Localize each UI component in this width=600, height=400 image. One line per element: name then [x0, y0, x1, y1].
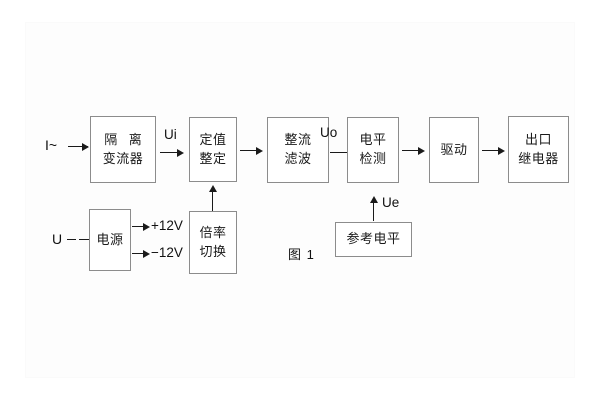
arrow-up-icon — [208, 185, 217, 192]
signal-label-uo: Uo — [320, 125, 338, 140]
rail-label-positive: +12V — [151, 218, 183, 233]
arrow-right-icon — [256, 146, 263, 155]
block-line-2: 继电器 — [518, 150, 559, 166]
block-line-2: 变流器 — [102, 150, 144, 166]
wire-voltage-lead — [67, 239, 76, 241]
block-isolation-transformer: 隔 离 变流器 — [90, 116, 156, 183]
block-output-relay: 出口 继电器 — [508, 116, 569, 183]
arrow-right-icon — [498, 146, 505, 155]
block-line-1: 隔 离 — [104, 131, 146, 147]
signal-label-ui: Ui — [164, 127, 177, 142]
wire-rail-positive — [132, 226, 148, 228]
arrow-right-icon — [143, 249, 150, 258]
wire-drive-to-relay — [482, 150, 502, 152]
figure-caption: 图 1 — [288, 247, 315, 262]
block-rectifier-filter: 整流 滤波 — [267, 117, 329, 183]
block-line-1: 驱动 — [440, 141, 468, 157]
block-line-1: 定值 — [199, 131, 227, 147]
wire-current-input — [68, 146, 88, 148]
block-line-2: 滤波 — [284, 151, 312, 166]
block-line-1: 电平 — [359, 132, 387, 148]
arrow-right-icon — [143, 222, 150, 231]
arrow-right-icon — [418, 146, 425, 155]
block-reference-level: 参考电平 — [335, 222, 412, 257]
wire-setting-to-rectifier — [240, 150, 260, 152]
wire-rail-negative — [132, 253, 148, 255]
arrow-right-icon — [177, 148, 184, 157]
arrow-right-icon — [82, 142, 89, 151]
block-line-1: 倍率 — [199, 224, 227, 240]
block-power-supply: 电源 — [89, 209, 131, 271]
block-line-2: 切换 — [199, 243, 227, 259]
terminal-label-current: I~ — [45, 137, 58, 153]
signal-label-ue: Ue — [382, 195, 400, 210]
block-drive: 驱动 — [429, 117, 479, 183]
wire-voltage-input — [79, 239, 95, 241]
wire-uo — [330, 152, 352, 154]
block-line-1: 整流 — [284, 132, 312, 148]
block-line-1: 参考电平 — [346, 231, 401, 247]
terminal-label-voltage: U — [52, 231, 63, 247]
wire-ui — [160, 152, 182, 154]
block-level-detection: 电平 检测 — [347, 117, 399, 183]
block-line-1: 电源 — [96, 231, 124, 247]
block-line-2: 整定 — [199, 150, 227, 166]
wire-ue — [373, 199, 375, 221]
diagram-panel — [25, 22, 575, 378]
arrow-up-icon — [369, 196, 378, 203]
block-setting-value: 定值 整定 — [189, 117, 237, 182]
wire-multiplier-to-setting — [212, 188, 214, 211]
block-multiplier-switch: 倍率 切换 — [189, 211, 237, 274]
rail-label-negative: −12V — [151, 245, 183, 260]
wire-level-to-drive — [402, 150, 422, 152]
block-line-1: 出口 — [524, 131, 552, 147]
block-line-2: 检测 — [359, 151, 387, 166]
